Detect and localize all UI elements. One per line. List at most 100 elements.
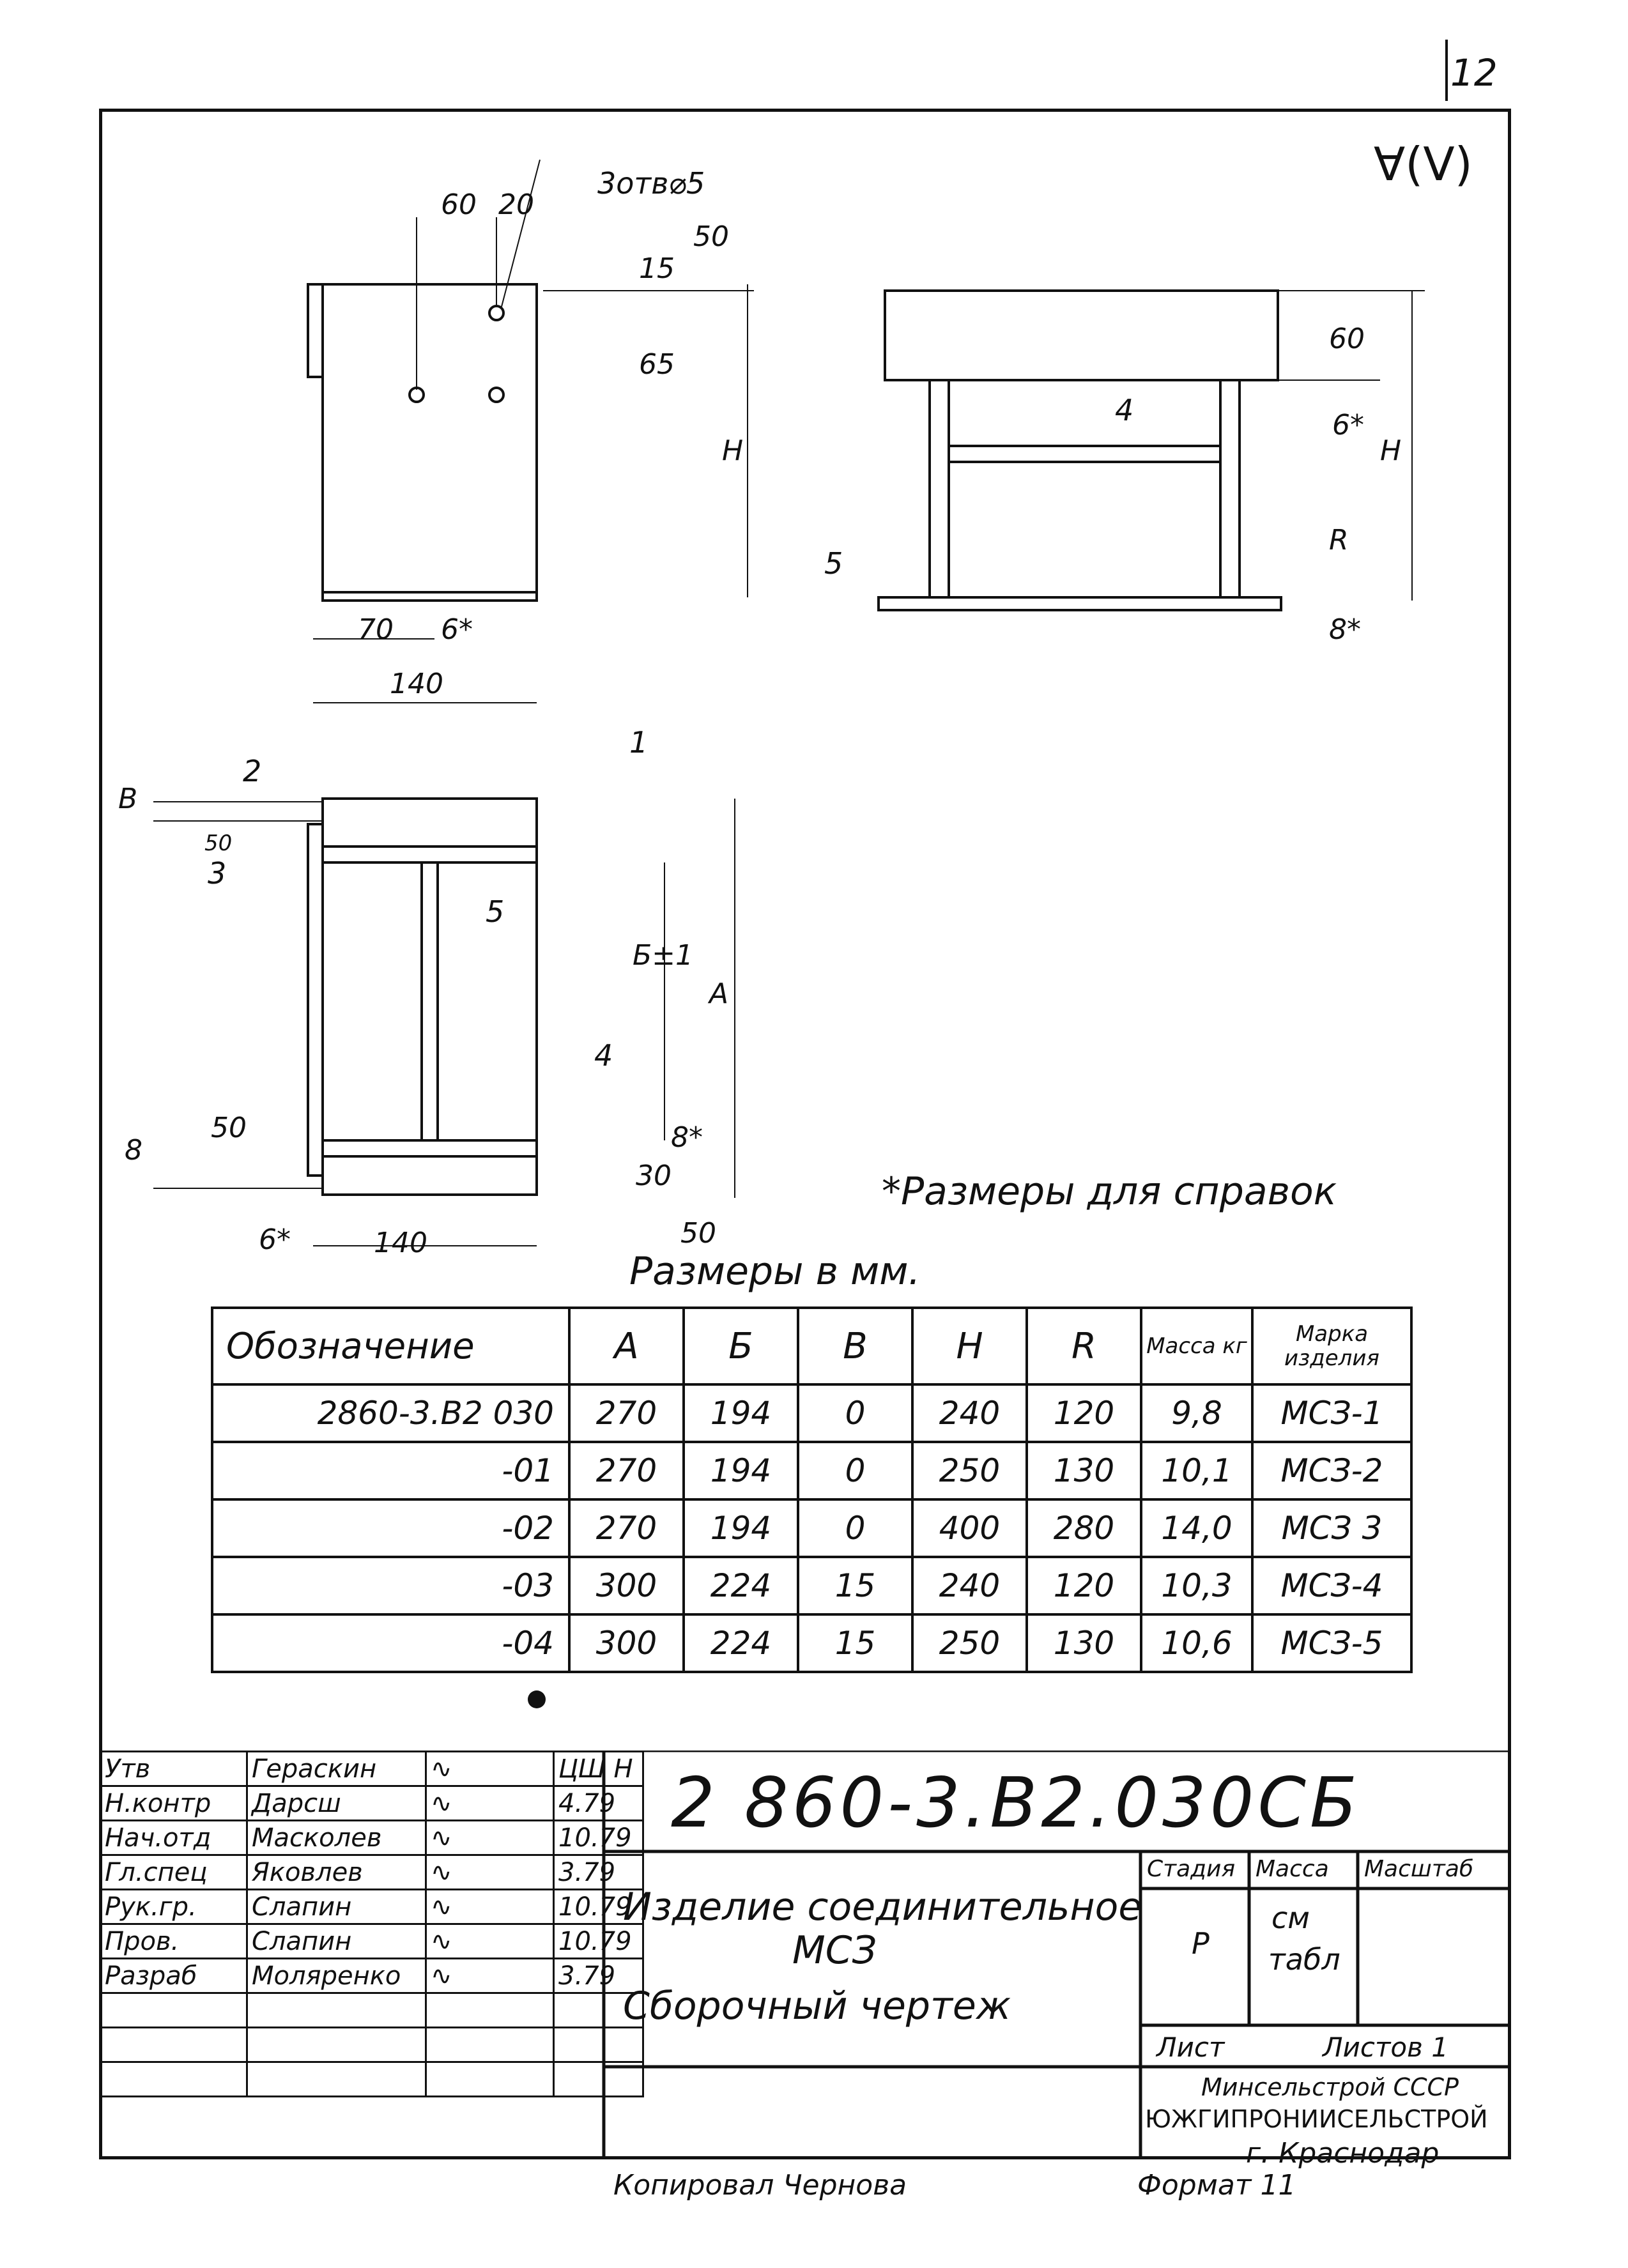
header-r: R [1025, 1306, 1142, 1386]
table-cell: 240 [911, 1383, 1028, 1443]
front-view-side-plate [307, 823, 324, 1177]
dim-140: 140 [390, 668, 443, 700]
signature-mark [425, 2061, 555, 2097]
signature-name: Дарсш [246, 1785, 427, 1821]
dim-140-front: 140 [374, 1227, 427, 1259]
signature-role: Пров. [99, 1923, 248, 1959]
dim-h-side: H [1380, 434, 1402, 467]
dim-65: 65 [639, 348, 675, 381]
table-cell: 14,0 [1140, 1498, 1254, 1558]
signature-name: Масколев [246, 1820, 427, 1856]
signature-row [99, 1992, 644, 2028]
dim-20: 20 [498, 188, 534, 221]
units-note: Размеры в мм. [629, 1249, 921, 1294]
signature-row: Рук.гр.Слапин∿10.79 [99, 1889, 644, 1925]
table-cell: 194 [682, 1498, 799, 1558]
table-header-row: Обозначение А Б В Н R Масса кг Марка изд… [211, 1306, 1413, 1386]
dim-50-roughness: 50 [693, 220, 729, 253]
copied-by: Копировал Чернова [613, 2169, 907, 2202]
signature-mark: ∿ [425, 1889, 555, 1925]
signature-cell [553, 2061, 644, 2097]
table-cell: 120 [1025, 1556, 1142, 1616]
header-mark: Марка изделия [1251, 1306, 1413, 1386]
signature-role: Рук.гр. [99, 1889, 248, 1925]
table-cell: 120 [1025, 1383, 1142, 1443]
signature-row [99, 2027, 644, 2063]
cell-designation: -03 [211, 1556, 571, 1616]
dim-6-front: 6* [259, 1223, 291, 1256]
dim-a: А [709, 977, 729, 1010]
org-line-2: ЮЖГИПРОНИИСЕЛЬСТРОЙ [1145, 2105, 1488, 2133]
table-cell: 10,1 [1140, 1441, 1254, 1501]
table-cell: 0 [797, 1498, 914, 1558]
table-cell: 224 [682, 1613, 799, 1673]
table-cell: 10,6 [1140, 1613, 1254, 1673]
signature-icon: ∿ [431, 1754, 452, 1784]
table-cell: МСЗ-5 [1251, 1613, 1413, 1673]
signature-mark: ∿ [425, 1923, 555, 1959]
signature-name: Гераскин [246, 1751, 427, 1787]
table-cell: 0 [797, 1441, 914, 1501]
stage-label: Стадия [1147, 1856, 1236, 1882]
table-cell: 400 [911, 1498, 1028, 1558]
table-cell: 194 [682, 1383, 799, 1443]
signature-cell [99, 1992, 248, 2028]
document-code: 2 860-3.В2.030СБ [671, 1763, 1361, 1843]
dim-60: 60 [441, 188, 477, 221]
hole-icon [488, 387, 505, 403]
hole-icon [488, 305, 505, 321]
org-line-3: г. Краснодар [1246, 2137, 1440, 2170]
header-h: Н [911, 1306, 1028, 1386]
table-cell: 250 [911, 1613, 1028, 1673]
front-view-upper-plate [321, 845, 538, 864]
signature-date: 10.79 [553, 1923, 644, 1959]
dim-60-side: 60 [1329, 323, 1365, 355]
part-label-3: 3 [208, 856, 227, 891]
dim-8-front-left: 8 [125, 1134, 142, 1167]
table-cell: 270 [568, 1498, 685, 1558]
holes-label: 3отв⌀5 [597, 166, 705, 201]
table-cell: 10,3 [1140, 1556, 1254, 1616]
signature-date: 3.79 [553, 1854, 644, 1890]
dim-r-side: R [1329, 524, 1349, 556]
signature-icon: ∿ [431, 1961, 452, 1991]
table-cell: 15 [797, 1613, 914, 1673]
side-view-rib [948, 445, 1222, 463]
signature-mark: ∿ [425, 1751, 555, 1787]
table-cell: 0 [797, 1383, 914, 1443]
dim-15: 15 [639, 252, 675, 285]
signature-mark: ∿ [425, 1820, 555, 1856]
part-label-4: 4 [1115, 393, 1134, 427]
signature-cell [99, 2061, 248, 2097]
mass-value-1: см [1271, 1901, 1310, 1935]
reference-note: *Размеры для справок [882, 1169, 1337, 1214]
part-label-2: 2 [243, 754, 262, 788]
signature-date: 10.79 [553, 1889, 644, 1925]
signature-icon: ∿ [431, 1892, 452, 1922]
dim-8-side: 8* [1329, 613, 1361, 646]
signature-row: Пров.Слапин∿10.79 [99, 1923, 644, 1959]
signature-date: 3.79 [553, 1958, 644, 1994]
signature-row [99, 2061, 644, 2097]
side-view-top-plate [884, 289, 1279, 381]
signature-mark: ∿ [425, 1785, 555, 1821]
table-cell: 130 [1025, 1441, 1142, 1501]
org-line-1: Минсельстрой СССР [1201, 2073, 1459, 2101]
title-line-3: Сборочный чертеж [623, 1984, 1011, 2028]
roughness-symbol: ∀(V) [1374, 137, 1473, 191]
signature-cell [99, 2027, 248, 2063]
signature-cell [553, 2027, 644, 2063]
dim-b: Б±1 [633, 939, 694, 972]
table-cell: 9,8 [1140, 1383, 1254, 1443]
dim-6-ref: 6* [441, 613, 473, 646]
cell-designation: -04 [211, 1613, 571, 1673]
signature-role: Н.контр [99, 1785, 248, 1821]
